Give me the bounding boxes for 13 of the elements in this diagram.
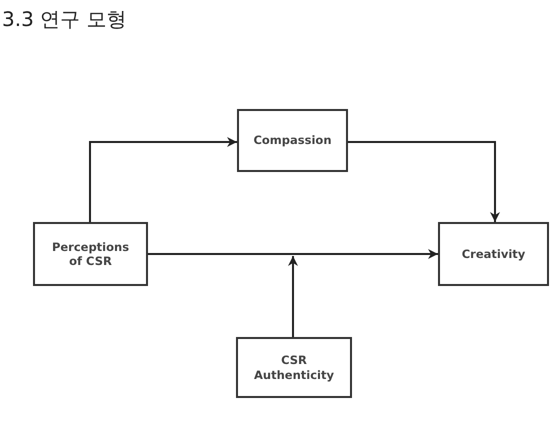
variable-label: Perceptions of CSR [52,240,130,268]
variable-box [438,222,549,286]
arrow [288,256,298,337]
variable-box [237,109,348,172]
variable-box [33,222,148,286]
title: 3.3 연구 모형 [2,6,127,33]
arrow [89,137,237,222]
variable-box [236,337,352,398]
variable-label: CSR Authenticity [253,353,335,382]
variable-label: Compassion [253,133,332,148]
arrow [148,249,438,259]
arrow [348,141,500,222]
variable-label: Creativity [462,246,526,262]
